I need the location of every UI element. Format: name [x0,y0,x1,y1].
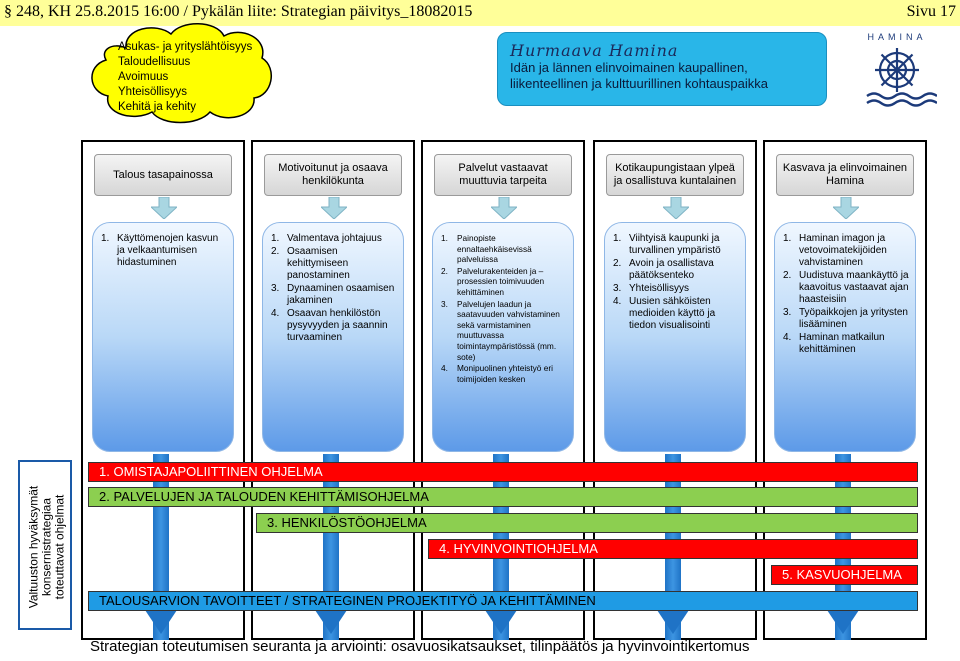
goal-item: 3.Yhteisöllisyys [613,283,690,294]
goals-box: 1.Haminan imagon ja vetovoimatekijöiden … [774,222,916,452]
arrow-down-icon [485,610,517,634]
arrow-down-icon [145,610,177,634]
value-item: Asukas- ja yrityslähtöisyys [118,41,253,53]
side-label-line-3: toteuttavat ohjelmat [52,494,67,600]
vision-line-1: Idän ja lännen elinvoimainen kaupallinen… [510,60,748,75]
arrow-down-icon [315,610,347,634]
values-cloud: Asukas- ja yrityslähtöisyys Taloudellisu… [86,18,276,126]
cloud-shape [91,23,272,124]
goal-item: 2.Uudistuva maankäyttö ja kaavoitus vast… [783,270,909,305]
header-title: § 248, KH 25.8.2015 16:00 / Pykälän liit… [4,3,473,20]
goal-item: 1.Viihtyisä kaupunki ja turvallinen ympä… [613,233,721,256]
vision-brand: Hurmaava Hamina [510,41,679,60]
goal-item: 2.Palvelurakenteiden ja –prosessien toim… [441,265,545,297]
values-list: Asukas- ja yrityslähtöisyys Taloudellisu… [118,40,252,115]
program-band-growth: 5. KASVUOHJELMA [771,565,918,585]
strategy-column: Talous tasapainossa 1.Käyttömenojen kasv… [81,140,245,640]
goal-item: 2.Avoin ja osallistava päätöksenteko [613,258,714,281]
value-item: Taloudellisuus [118,56,191,68]
arrow-down-icon [657,610,689,634]
column-title: Motivoitunut ja osaava henkilökunta [264,154,402,196]
program-band-ownership: 1. OMISTAJAPOLIITTINEN OHJELMA [88,462,918,482]
hamina-logo: HAMINA [857,32,938,110]
vision-box: Hurmaava Hamina Idän ja lännen elinvoima… [497,32,827,106]
document-header: § 248, KH 25.8.2015 16:00 / Pykälän liit… [0,0,960,26]
goal-item: 4.Monipuolinen yhteistyö eri toimijoiden… [441,363,553,384]
arrow-down-icon [833,197,859,219]
value-item: Yhteisöllisyys [118,86,188,98]
strategy-column: Motivoitunut ja osaava henkilökunta 1.Va… [251,140,415,640]
column-title: Kasvava ja elinvoimainen Hamina [776,154,914,196]
goal-item: 3.Palvelujen laadun ja saatavuuden vahvi… [441,298,560,362]
column-title: Talous tasapainossa [94,154,232,196]
strategy-column: Palvelut vastaavat muuttuvia tarpeita 1.… [421,140,585,640]
arrow-down-icon [151,197,177,219]
footer-text: Strategian toteutumisen seuranta ja arvi… [90,638,750,655]
goals-box: 1.Viihtyisä kaupunki ja turvallinen ympä… [604,222,746,452]
strategy-column: Kotikaupungistaan ylpeä ja osallistuva k… [593,140,757,640]
logo-emblem-icon [866,48,938,107]
value-item: Avoimuus [118,71,169,83]
column-title: Kotikaupungistaan ylpeä ja osallistuva k… [606,154,744,196]
goal-item: 1.Haminan imagon ja vetovoimatekijöiden … [783,233,887,268]
goal-item: 4.Haminan matkailun kehittäminen [783,332,885,355]
goal-item: 2.Osaamisen kehittymiseen panostaminen [271,246,350,281]
program-band-services-economy: 2. PALVELUJEN JA TALOUDEN KEHITTÄMISOHJE… [88,487,918,507]
column-title: Palvelut vastaavat muuttuvia tarpeita [434,154,572,196]
goal-item: 3.Dynaaminen osaamisen jakaminen [271,283,395,306]
program-band-wellbeing: 4. HYVINVOINTIOHJELMA [428,539,918,559]
page-number: Sivu 17 [906,3,956,20]
goals-box: 1.Painopiste ennaltaehkäisevissä palvelu… [432,222,574,452]
arrow-down-icon [663,197,689,219]
arrow-down-icon [827,610,859,634]
goal-item: 1.Käyttömenojen kasvun ja velkaantumisen… [101,233,219,268]
program-band-budget: TALOUSARVION TAVOITTEET / STRATEGINEN PR… [88,591,918,611]
goal-item: 3.Työpaikkojen ja yritysten lisääminen [783,307,908,330]
value-item: Kehitä ja kehity [118,101,196,113]
goal-item: 4.Osaavan henkilöstön pysyvyyden ja saan… [271,308,388,343]
goal-item: 1.Valmentava johtajuus [271,233,382,244]
strategy-column: Kasvava ja elinvoimainen Hamina 1.Hamina… [763,140,927,640]
goals-box: 1.Käyttömenojen kasvun ja velkaantumisen… [92,222,234,452]
vision-line-2: liikenteellinen ja kulttuurillinen kohta… [510,76,768,91]
program-band-personnel: 3. HENKILÖSTÖOHJELMA [256,513,918,533]
arrow-down-icon [491,197,517,219]
goals-box: 1.Valmentava johtajuus 2.Osaamisen kehit… [262,222,404,452]
logo-word: HAMINA [867,32,927,42]
arrow-down-icon [321,197,347,219]
goal-item: 4.Uusien sähköisten medioiden käyttö ja … [613,296,716,331]
programs-side-label: Valtuuston hyväksymät konsernistrategiaa… [18,460,72,630]
goal-item: 1.Painopiste ennaltaehkäisevissä palvelu… [441,233,532,265]
